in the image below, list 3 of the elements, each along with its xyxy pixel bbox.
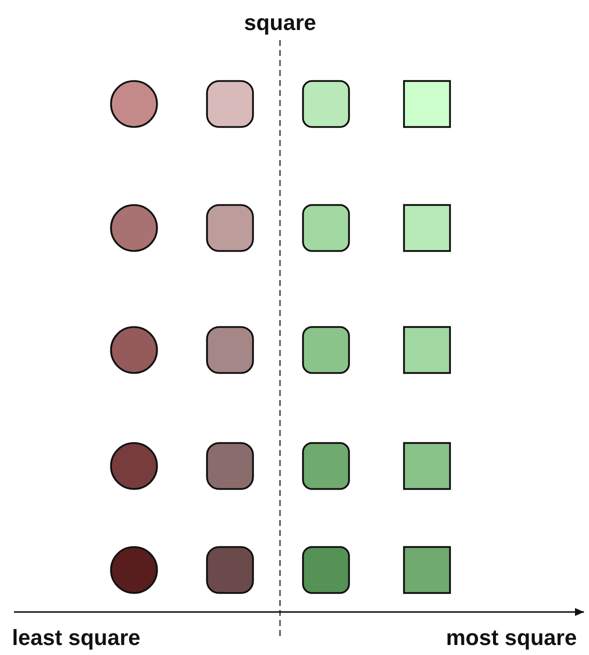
axis-label: least square [12,627,140,649]
axis-label: square [244,12,316,34]
axis-label: most square [446,627,577,649]
